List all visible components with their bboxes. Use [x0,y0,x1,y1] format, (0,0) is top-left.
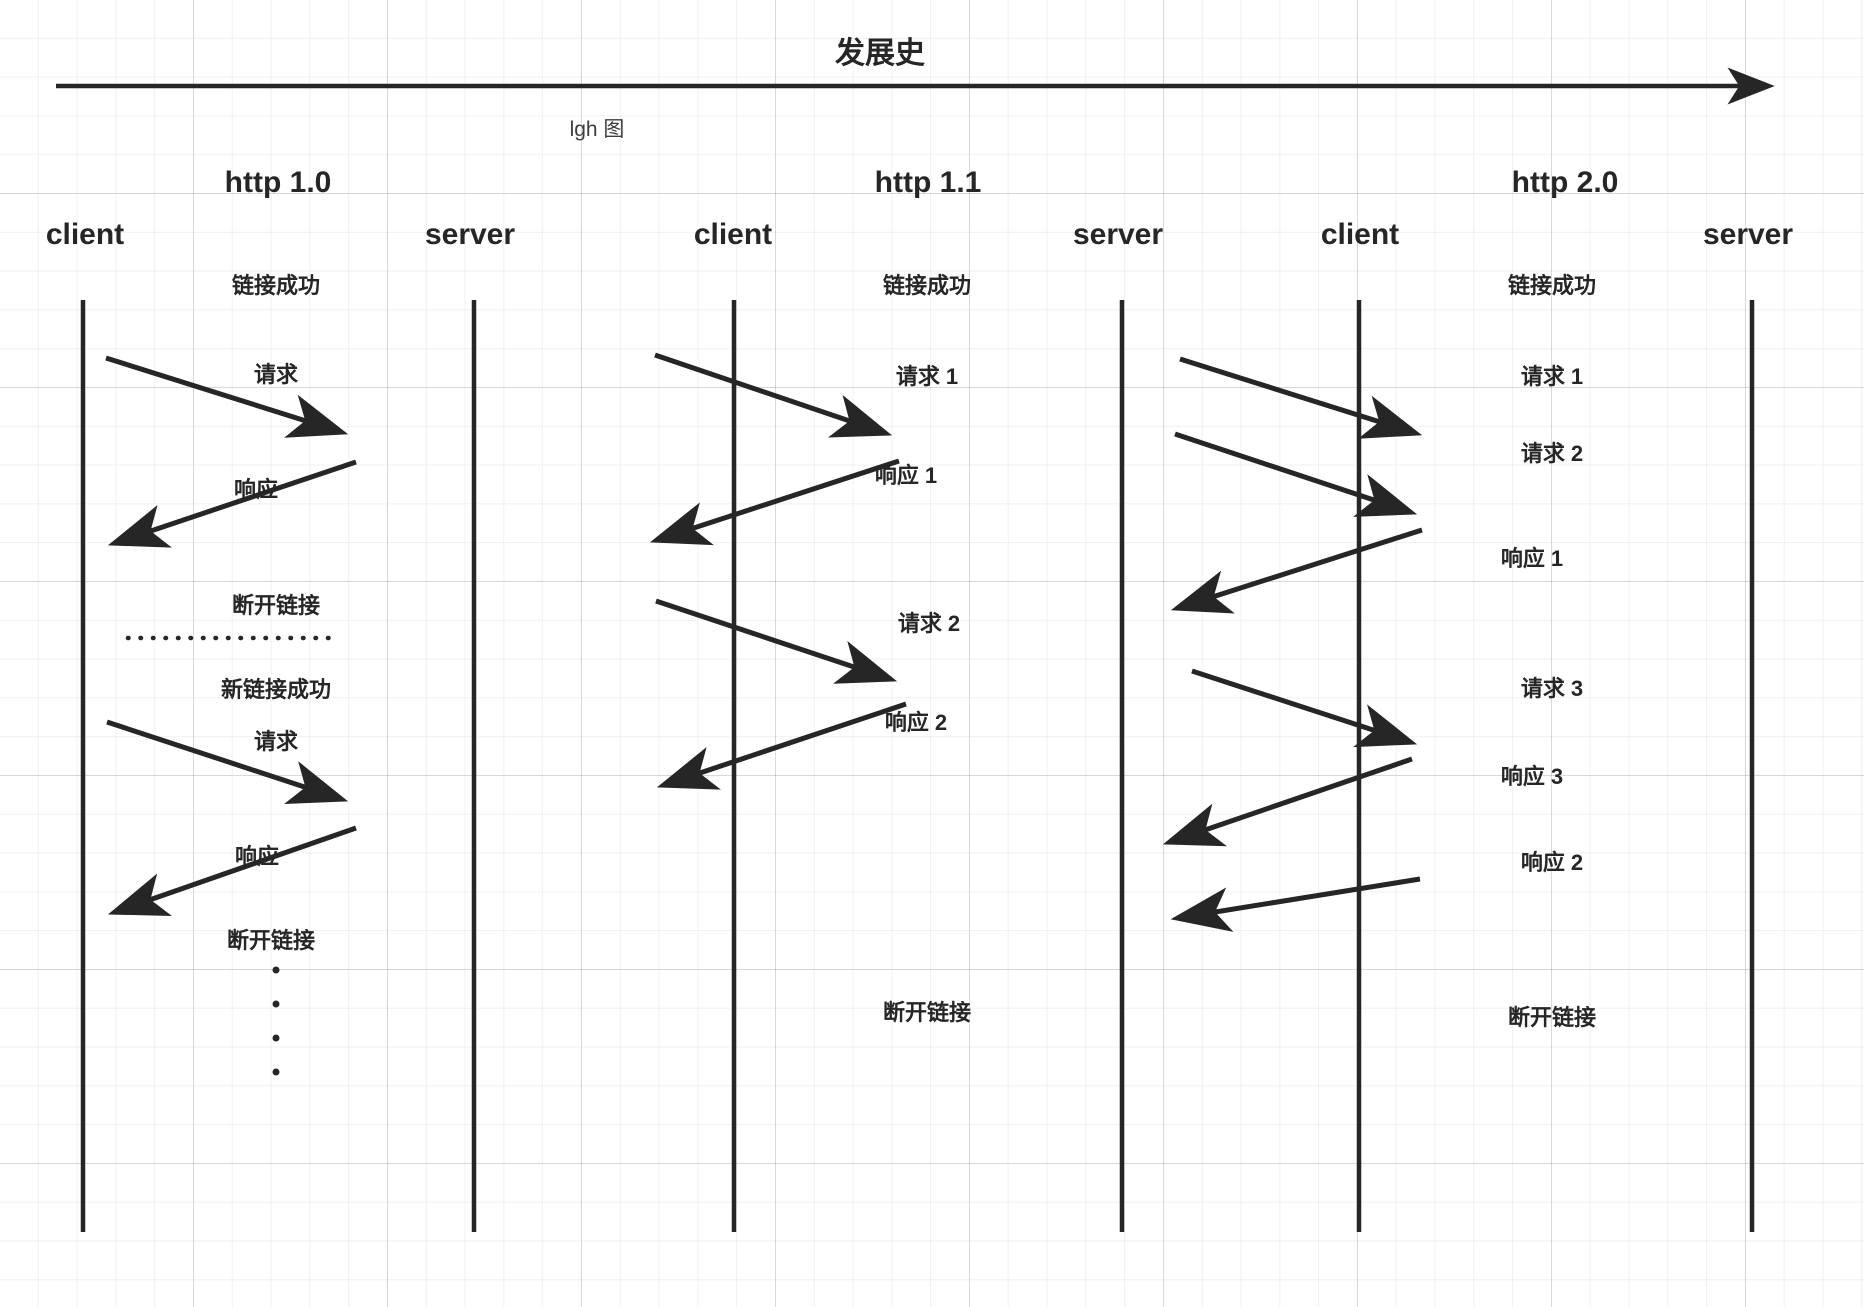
message-label-response-2: 响应 2 [1520,850,1584,875]
message-arrow-response-1 [649,458,900,546]
ellipsis-dot-4 [272,1068,280,1076]
actor-client-http11: client [693,218,773,251]
note-disconnect-2: 断开链接 [226,928,316,953]
message-label-response-1: 响应 1 [874,463,938,488]
message-arrow-request-1 [1179,356,1423,439]
credit-label: lgh 图 [569,118,625,141]
note-disconnect-1: 断开链接 [231,593,321,618]
actor-server-http11: server [1072,218,1164,251]
message-arrow-response [107,459,357,548]
section-http11-lifelines [731,300,1125,1232]
message-label-request: 请求 [253,362,299,387]
page-title: 发展史 [835,37,925,70]
section-http11-messages [649,352,907,790]
message-arrow-request [105,355,349,438]
actor-client-http10: client [45,218,125,251]
message-arrow-response-2 [107,825,357,916]
ellipsis-dot-3 [272,1034,280,1042]
message-label-request-2: 请求 [253,729,299,754]
message-label-response: 响应 [233,477,279,502]
actor-server-http10: server [424,218,516,251]
note-disconnect: 断开链接 [882,1000,972,1025]
note-connect-success: 链接成功 [1507,273,1597,298]
message-arrow-response-3 [1162,756,1413,847]
ellipsis-dot-1 [272,966,280,974]
message-label-response-2: 响应 [234,844,280,869]
message-arrow-response-1 [1170,527,1423,614]
message-arrow-request-1 [654,352,893,438]
section-title-http10: http 1.0 [224,166,332,199]
message-label-request-1: 请求 1 [1520,364,1584,389]
message-label-request-3: 请求 3 [1520,676,1584,701]
message-label-request-2: 请求 2 [897,611,961,636]
section-http10-lifelines [80,300,477,1232]
message-label-request-1: 请求 1 [895,364,959,389]
note-new-connect-success: 新链接成功 [220,677,332,702]
message-label-request-2: 请求 2 [1520,441,1584,466]
message-arrow-request-2 [106,719,349,804]
message-arrow-request-2 [1174,431,1418,517]
section-http20-messages [1162,356,1423,932]
message-label-response-1: 响应 1 [1500,546,1564,571]
section-title-http20: http 2.0 [1511,166,1619,199]
message-arrow-request-3 [1191,668,1418,748]
message-label-response-2: 响应 2 [884,710,948,735]
message-label-response-3: 响应 3 [1500,764,1564,789]
note-connect-success: 链接成功 [882,273,972,298]
section-http10-messages [105,355,357,916]
message-arrow-response-2 [656,701,907,790]
message-arrow-response-2 [1170,876,1421,932]
section-title-http11: http 1.1 [874,166,982,199]
note-disconnect: 断开链接 [1507,1005,1597,1030]
ellipsis-dot-2 [272,1000,280,1008]
actor-client-http20: client [1320,218,1400,251]
message-arrow-request-2 [655,598,898,684]
actor-server-http20: server [1702,218,1794,251]
section-http20-lifelines [1356,300,1755,1232]
note-connect-success: 链接成功 [231,273,321,298]
